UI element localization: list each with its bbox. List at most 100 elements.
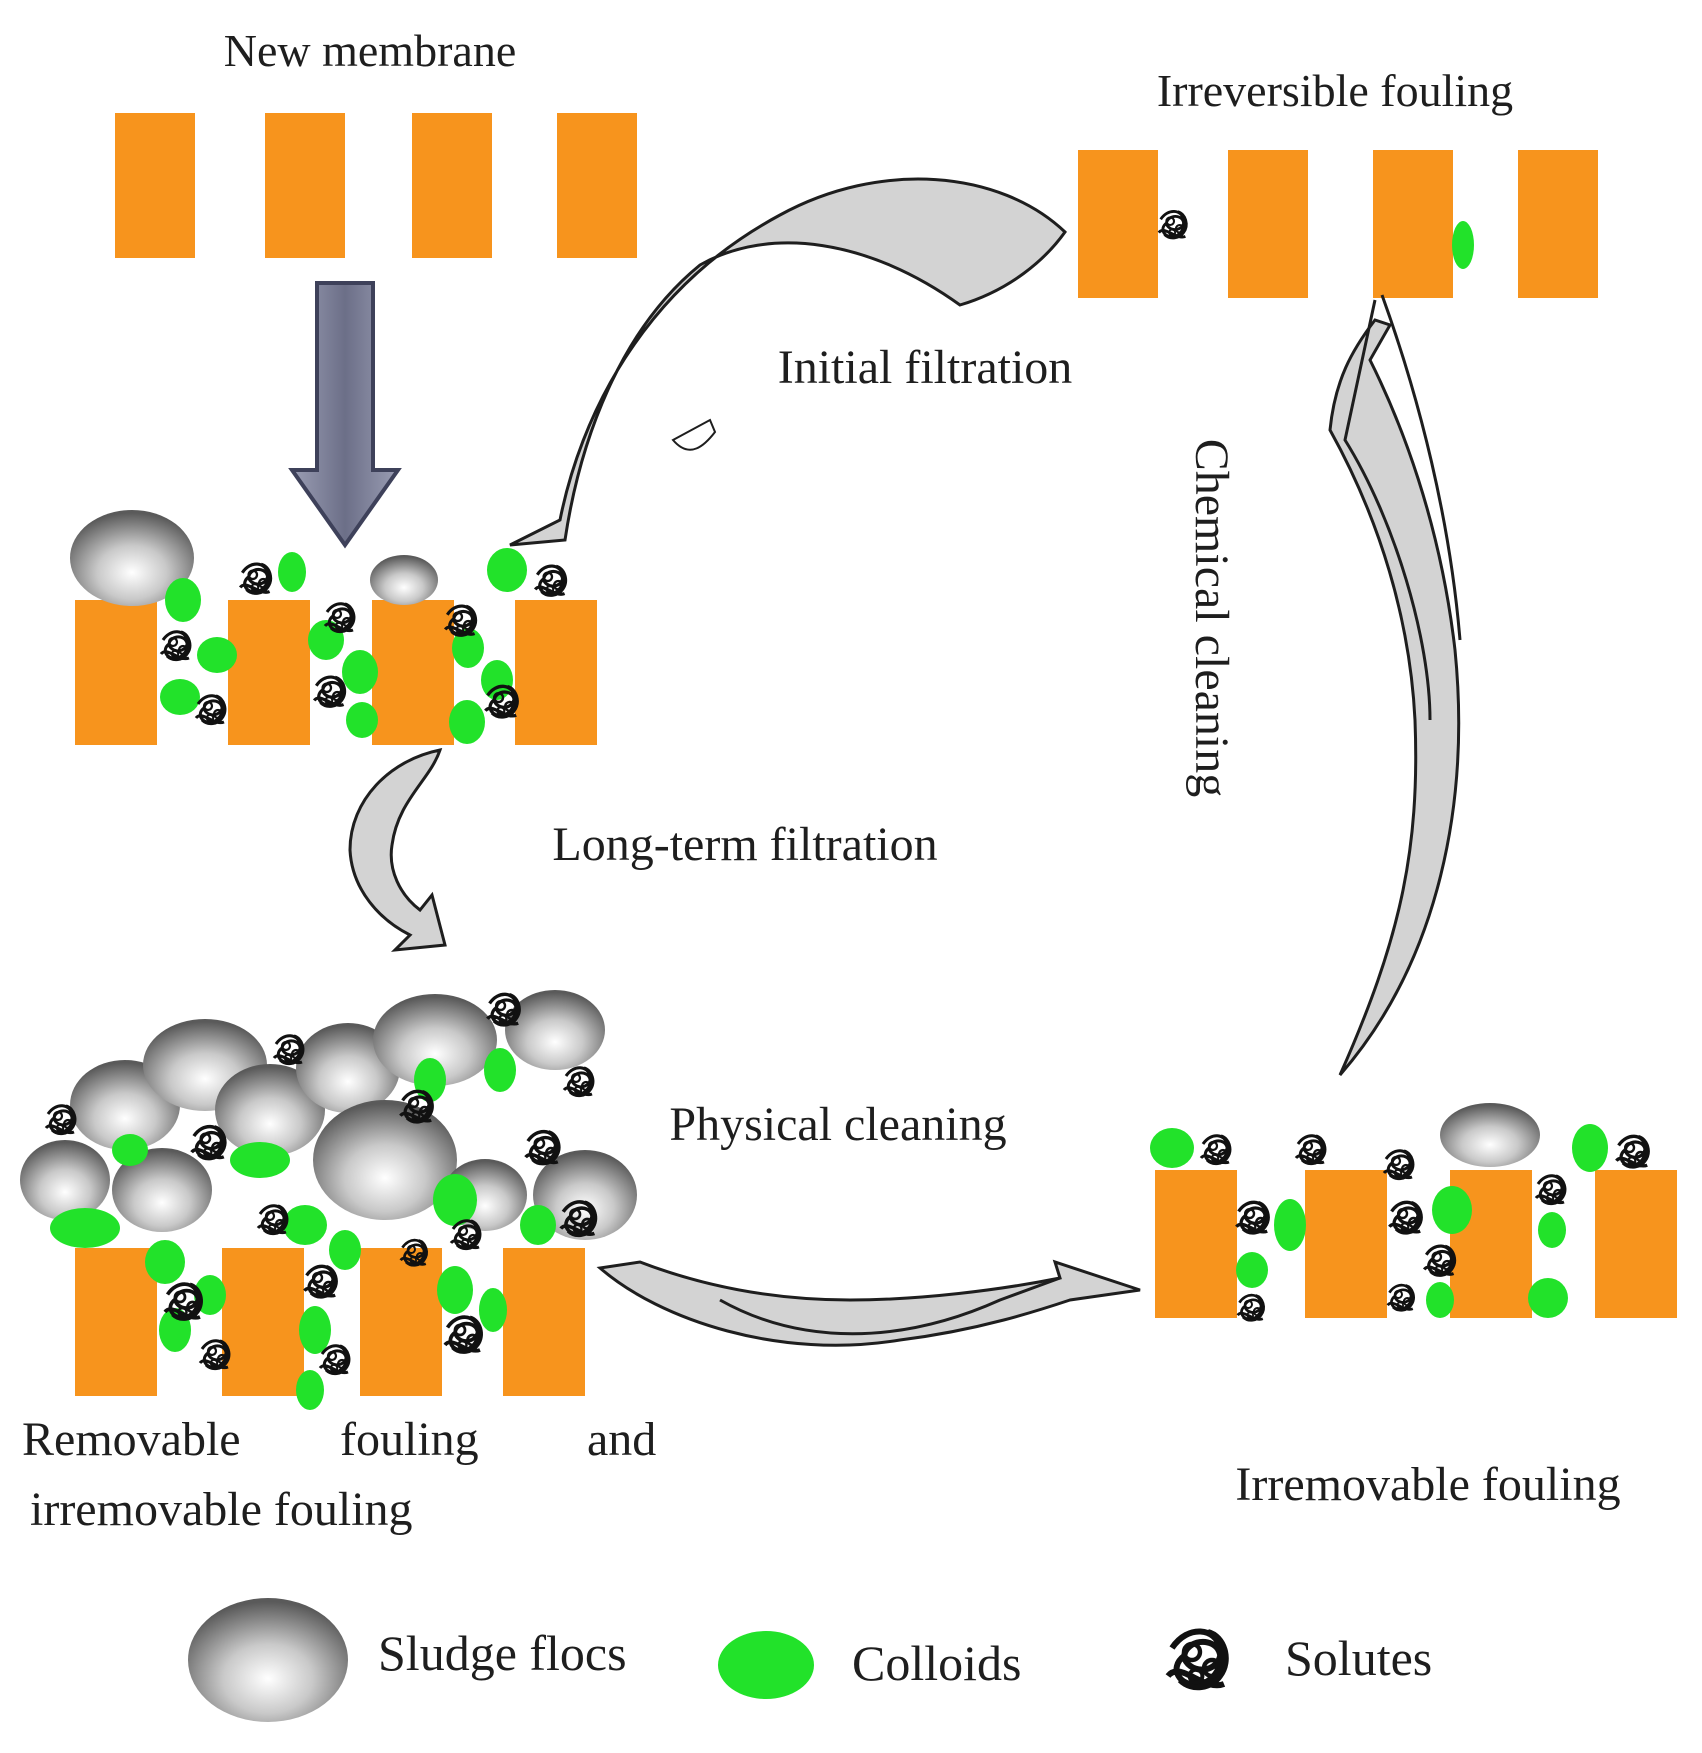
sludge-floc bbox=[370, 555, 438, 605]
membrane-block bbox=[557, 113, 637, 258]
legend-solutes-label: Solutes bbox=[1285, 1630, 1432, 1686]
membrane-block bbox=[1305, 1170, 1387, 1318]
colloid bbox=[1452, 221, 1474, 269]
colloid bbox=[1150, 1128, 1194, 1168]
irreversible-fouling-label: Irreversible fouling bbox=[1157, 65, 1513, 116]
membrane-block bbox=[1155, 1170, 1237, 1318]
irremovable-fouled-membrane bbox=[1150, 1103, 1677, 1322]
colloid bbox=[437, 1266, 473, 1314]
new-membrane-group: New membrane bbox=[115, 25, 637, 258]
solute-icon bbox=[302, 1264, 338, 1299]
colloid bbox=[329, 1230, 361, 1270]
colloid bbox=[433, 1174, 477, 1226]
sludge-floc bbox=[533, 1150, 637, 1240]
membrane-block bbox=[1518, 150, 1598, 298]
membrane-block bbox=[75, 600, 157, 745]
initial-filtration-arrow-head bbox=[671, 418, 717, 451]
sludge-floc bbox=[1440, 1103, 1540, 1167]
legend-colloids-label: Colloids bbox=[852, 1635, 1021, 1691]
colloid bbox=[481, 660, 513, 700]
removable-fouling-word2: fouling bbox=[340, 1413, 479, 1466]
solute-icon bbox=[272, 1034, 305, 1066]
membrane-block bbox=[222, 1248, 304, 1396]
membrane-block bbox=[372, 600, 454, 745]
solute-icon bbox=[312, 675, 347, 708]
colloid bbox=[1236, 1252, 1268, 1288]
solute-icon bbox=[483, 684, 519, 719]
sludge-floc bbox=[215, 1064, 325, 1156]
sludge-floc bbox=[373, 994, 497, 1086]
membrane-block bbox=[1595, 1170, 1677, 1318]
solute-icon bbox=[1386, 1283, 1416, 1312]
sludge-floc-icon bbox=[188, 1598, 348, 1722]
solute-icon bbox=[1168, 1631, 1226, 1687]
membrane-block bbox=[1228, 150, 1308, 298]
colloid bbox=[296, 1370, 324, 1410]
solute-icon bbox=[1234, 1200, 1270, 1235]
solute-icon bbox=[1422, 1244, 1457, 1277]
solute-icon bbox=[238, 562, 273, 595]
colloid bbox=[230, 1142, 290, 1178]
chemical-cleaning-arrow-outline bbox=[1343, 294, 1462, 721]
initial-filtration-arrow bbox=[509, 177, 1067, 547]
colloid bbox=[165, 578, 201, 622]
sludge-floc bbox=[70, 510, 194, 606]
colloid bbox=[452, 628, 484, 668]
physical-cleaning-arrow-outline bbox=[719, 1276, 1061, 1336]
colloid bbox=[1528, 1278, 1568, 1318]
solute-icon bbox=[485, 992, 522, 1027]
solute-icon bbox=[523, 1129, 561, 1166]
solute-icon bbox=[1614, 1134, 1650, 1169]
membrane-block bbox=[228, 600, 310, 745]
solute-icon bbox=[1236, 1293, 1266, 1322]
physical-cleaning-arrow bbox=[596, 1259, 1141, 1347]
solute-icon bbox=[1534, 1174, 1567, 1206]
colloid bbox=[1572, 1124, 1608, 1172]
solute-icon bbox=[1294, 1134, 1327, 1166]
colloid-icon bbox=[718, 1631, 814, 1699]
membrane-block bbox=[360, 1248, 442, 1396]
irremovable-fouling-label: Irremovable fouling bbox=[1235, 1458, 1620, 1511]
initial-fouled-membrane bbox=[70, 510, 597, 745]
colloid bbox=[484, 1048, 516, 1092]
solute-icon bbox=[445, 1317, 481, 1352]
colloid bbox=[449, 700, 485, 744]
solute-icon bbox=[198, 1339, 231, 1371]
colloid bbox=[346, 702, 378, 738]
solute-icon bbox=[194, 694, 227, 726]
membrane-block bbox=[115, 113, 195, 258]
colloid bbox=[145, 1240, 185, 1284]
membrane-block bbox=[503, 1248, 585, 1396]
new-membrane-label: New membrane bbox=[224, 25, 517, 76]
long-term-filtration-label: Long-term filtration bbox=[552, 818, 937, 871]
solute-icon bbox=[189, 1124, 227, 1161]
colloid bbox=[160, 679, 200, 715]
solute-icon bbox=[318, 1344, 351, 1376]
physical-cleaning-label: Physical cleaning bbox=[669, 1098, 1006, 1151]
legend-sludge-flocs-label: Sludge flocs bbox=[378, 1625, 627, 1681]
colloid bbox=[342, 650, 378, 694]
colloid bbox=[487, 548, 527, 592]
membrane-block bbox=[265, 113, 345, 258]
colloid bbox=[197, 637, 237, 673]
solute-icon bbox=[256, 1203, 289, 1236]
colloid bbox=[1432, 1186, 1472, 1234]
solute-icon bbox=[159, 630, 192, 662]
solute-icon bbox=[1387, 1200, 1423, 1235]
solute-icon bbox=[44, 1104, 77, 1136]
new-membrane bbox=[115, 113, 637, 258]
colloid bbox=[1426, 1282, 1454, 1318]
colloid bbox=[283, 1205, 327, 1245]
colloid bbox=[520, 1205, 556, 1245]
colloid bbox=[50, 1208, 120, 1248]
solute-icon bbox=[449, 1219, 482, 1251]
sludge-floc bbox=[112, 1148, 212, 1232]
colloid bbox=[299, 1306, 331, 1354]
removable-fouling-word1: Removable bbox=[22, 1413, 241, 1466]
membrane-block bbox=[1373, 150, 1453, 298]
sludge-floc bbox=[313, 1100, 457, 1220]
colloid bbox=[278, 552, 306, 592]
membrane-block bbox=[1078, 150, 1158, 298]
chemical-cleaning-label: Chemical cleaning bbox=[1185, 439, 1238, 798]
solute-icon bbox=[1156, 209, 1189, 240]
